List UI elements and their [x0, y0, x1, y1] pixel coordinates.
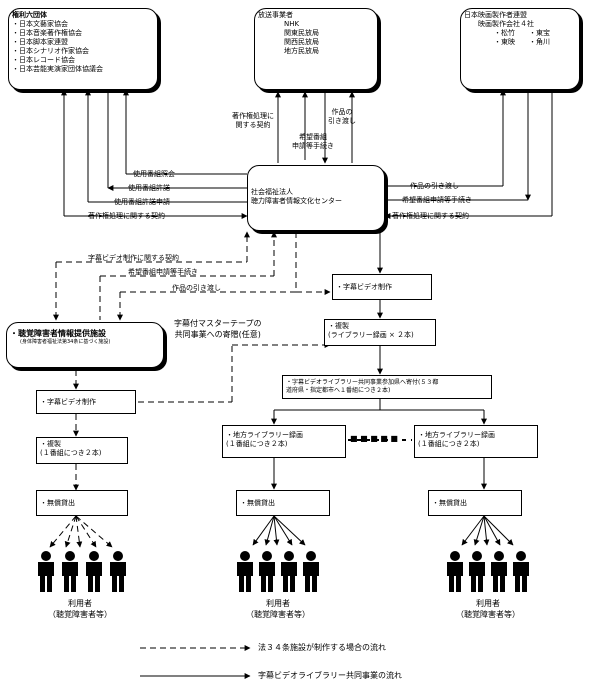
film-producers-subtitle: 映画製作会社４社	[478, 20, 534, 28]
label-use-permission: 使用番組許諾	[128, 184, 170, 192]
rights-org-item: ・日本レコード協会	[12, 56, 75, 64]
left-copy-label: ・複製	[40, 440, 61, 448]
user-figure-group-right	[447, 551, 529, 592]
label-copyright-contract-right: 著作権処理に関する契約	[392, 212, 469, 220]
right-lending-label: ・無償貸出	[432, 499, 467, 507]
rights-org-item: ・日本脚本家連盟	[12, 38, 68, 46]
left-lending-label: ・無償貸出	[40, 499, 75, 507]
rights-org-item: ・日本音楽著作権協会	[12, 29, 82, 37]
library-line1: ・字幕ビデオライブラリー共同事業参加県へ寄付(５３都	[286, 379, 439, 386]
local-library-label: ・地方ライブラリー録画	[418, 431, 495, 439]
label-use-permission-apply: 使用番組許諾申請	[114, 198, 170, 206]
right-copy-note: (ライブラリー録画 × ２本)	[328, 331, 414, 339]
middle-lending-label: ・無償貸出	[240, 499, 275, 507]
label-copyright-contract-left: 著作権処理に関する契約	[88, 212, 165, 220]
label-caption-contract: 字幕ビデオ制作に関する契約	[88, 254, 179, 262]
facility-title: ・聴覚障害者情報提供施設	[10, 329, 106, 338]
label-request-procedure-mid: 希望番組申請等手続き	[128, 268, 198, 276]
ellipsis-dots: ■ ■ ■ ■ ■	[350, 434, 398, 443]
broadcaster-item: 関東民放局	[284, 29, 319, 37]
users-caption-right: 利用者（聴覚障害者等）	[456, 599, 520, 619]
right-copy-label: ・複製	[328, 322, 349, 330]
film-producers-box: 日本映画製作者連盟 映画製作会社４社 ・松竹 ・東宝 ・東映 ・角川	[460, 8, 580, 90]
broadcasters-box: 放送事業者 NHK 関東民放局 関西民放局 地方民放局	[254, 8, 378, 90]
right-production-label: ・字幕ビデオ制作	[336, 283, 392, 291]
left-production-label: ・字幕ビデオ制作	[40, 398, 96, 406]
local-library-label: ・地方ライブラリー録画	[226, 431, 303, 439]
broadcaster-item: 関西民放局	[284, 38, 319, 46]
local-library-box-middle: ・地方ライブラリー録画 (１番組につき２本)	[222, 425, 346, 458]
left-copy-note: (１番組につき２本)	[40, 449, 102, 457]
user-figure-group-left	[38, 551, 126, 592]
rights-org-item: ・日本芸能実演家団体協議会	[12, 65, 103, 73]
right-production-box: ・字幕ビデオ制作	[332, 274, 432, 300]
rights-org-item: ・日本文藝家協会	[12, 20, 68, 28]
center-organization-box: 社会福祉法人 聴力障害者情報文化センター	[247, 165, 385, 231]
right-copy-box: ・複製 (ライブラリー録画 × ２本)	[324, 319, 436, 346]
label-request-right: 希望番組申請等手続き	[402, 196, 472, 204]
broadcaster-item: NHK	[284, 20, 300, 28]
rights-organizations-box: 権利六団体 ・日本文藝家協会 ・日本音楽著作権協会 ・日本脚本家連盟 ・日本シナ…	[8, 8, 158, 90]
broadcaster-item: 地方民放局	[284, 47, 319, 55]
left-lending-box: ・無償貸出	[36, 490, 128, 516]
library-line2: 道府県・指定都市へ１番組につき２本)	[286, 387, 391, 394]
local-library-box-right: ・地方ライブラリー録画 (１番組につき２本)	[414, 425, 538, 458]
legend-dashed-label: 法３４条施設が制作する場合の流れ	[258, 643, 386, 652]
film-producers-title: 日本映画製作者連盟	[464, 11, 527, 19]
users-caption-left: 利用者（聴覚障害者等）	[48, 599, 112, 619]
film-producer-item: ・東映 ・角川	[494, 38, 550, 46]
right-lending-box: ・無償貸出	[428, 490, 522, 516]
label-handover-top: 作品の引き渡し	[328, 108, 356, 125]
local-copy-note: (１番組につき２本)	[226, 440, 288, 448]
label-copyright-contract-top: 著作権処理に関する契約	[232, 112, 274, 129]
label-master-tape: 字幕付マスターテープの共同事業への寄贈(任意)	[174, 319, 262, 339]
info-facility-box: ・聴覚障害者情報提供施設 (身体障害者福祉法第34条に基づく施設)	[6, 322, 164, 368]
legend-solid-label: 字幕ビデオライブラリー共同事業の流れ	[258, 671, 402, 680]
label-handover-mid: 作品の引き渡し	[172, 284, 221, 292]
left-production-box: ・字幕ビデオ制作	[36, 390, 136, 414]
rights-orgs-title: 権利六団体	[12, 11, 47, 19]
broadcasters-title: 放送事業者	[258, 11, 293, 19]
rights-org-item: ・日本シナリオ作家協会	[12, 47, 89, 55]
middle-lending-box: ・無償貸出	[236, 490, 330, 516]
local-copy-note: (１番組につき２本)	[418, 440, 480, 448]
library-donation-box: ・字幕ビデオライブラリー共同事業参加県へ寄付(５３都 道府県・指定都市へ１番組に…	[282, 375, 492, 399]
users-caption-middle: 利用者（聴覚障害者等）	[246, 599, 310, 619]
label-request-procedure-top: 希望番組申請等手続き	[292, 133, 334, 150]
center-line1: 社会福祉法人	[251, 188, 293, 196]
label-handover-right: 作品の引き渡し	[410, 182, 459, 190]
center-line2: 聴力障害者情報文化センター	[251, 197, 342, 205]
label-use-request: 使用番組照会	[133, 170, 175, 178]
user-figure-group-middle	[237, 551, 319, 592]
left-copy-box: ・複製 (１番組につき２本)	[36, 437, 128, 464]
film-producer-item: ・松竹 ・東宝	[494, 29, 550, 37]
facility-note: (身体障害者福祉法第34条に基づく施設)	[20, 339, 111, 345]
